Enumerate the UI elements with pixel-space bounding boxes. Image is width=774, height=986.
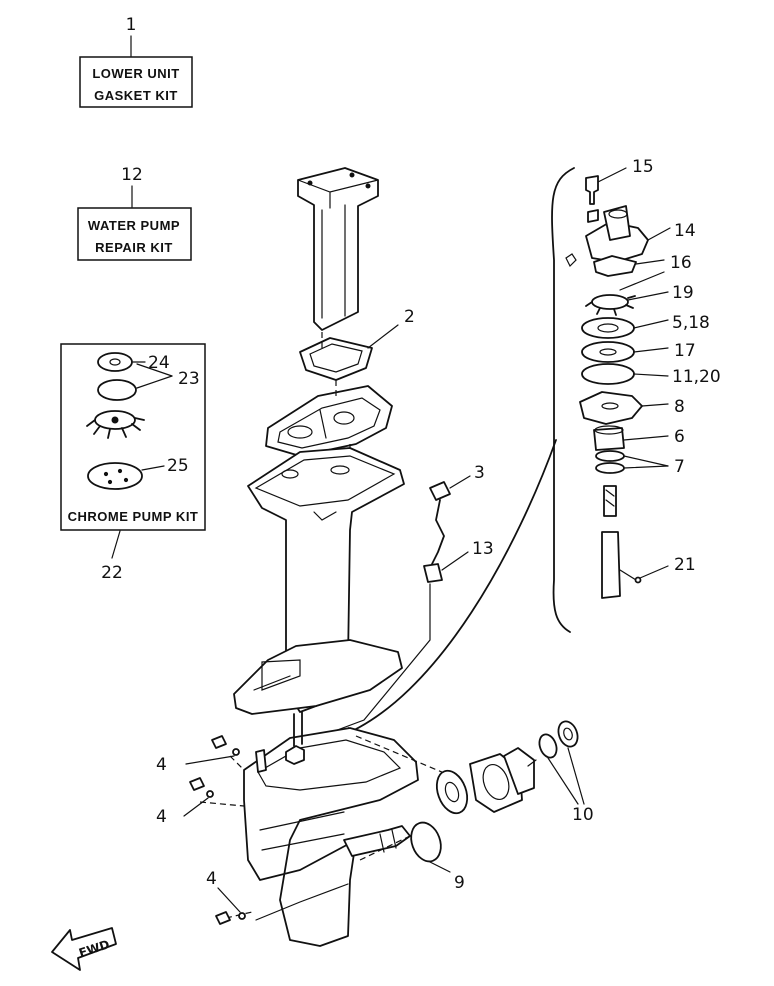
leader-7b [623,465,669,469]
kit-1-line1: LOWER UNIT [92,66,179,81]
alignment-lines-upper [305,332,351,478]
o-ring-9: 9 [410,821,465,893]
callout-4a: 4 [156,755,167,775]
leader-4c [217,887,241,913]
kit-22-label: CHROME PUMP KIT [68,509,199,524]
leader-10a [547,757,579,805]
callout-15: 15 [632,157,654,177]
kit-12-number: 12 [121,165,143,185]
leader-23b [136,363,173,377]
plate-23 [97,379,137,401]
gasket-24 [97,352,133,372]
bearing-carrier-assembly: 10 [435,720,594,825]
leader-21-pin [619,569,637,581]
callout-2: 2 [404,307,415,327]
kit-12-box [77,207,192,261]
callout-6: 6 [674,427,685,447]
water-pump-stack: 15 14 16 19 5,18 17 11,20 [551,157,721,633]
leader-25 [141,465,165,471]
callout-24: 24 [148,353,170,373]
leader-23a [136,375,173,389]
water-pipe-assembly: 3 13 [331,463,494,733]
kit-12-line2: REPAIR KIT [95,240,173,255]
callout-16: 16 [670,253,692,273]
leader-7a [623,455,669,467]
leader-14 [647,227,671,241]
leader-13 [441,551,469,571]
impeller-icon [86,410,145,439]
bolts-4: 4 4 4 [156,735,246,925]
leader-8 [641,403,669,407]
leader-2 [367,324,399,349]
leader-15 [597,167,627,183]
callout-14: 14 [674,221,696,241]
kit-22-leader [111,530,121,559]
callout-21: 21 [674,555,696,575]
impeller-19-icon [585,294,636,316]
callout-7: 7 [674,457,685,477]
chrome-pump-kit: 24 23 25 CHROME PUMP KIT 22 [60,343,206,583]
leader-4b [183,797,209,817]
callout-13: 13 [472,539,494,559]
gasket-24-hole [109,358,121,366]
leader-16a [635,259,665,265]
exhaust-tube [297,167,379,331]
drive-shaft-housing [233,447,405,715]
fwd-arrow: FWD [51,927,117,971]
kit-22-box [60,343,206,531]
callout-10: 10 [572,805,594,825]
stack-bracket [551,167,575,633]
leader-17 [633,347,669,353]
callout-11-20: 11,20 [672,367,721,387]
leader-19 [627,291,669,301]
gasket-plate [265,385,393,457]
leader-21 [639,565,669,579]
kit-12-line1: WATER PUMP [88,218,180,233]
leader-6 [623,435,669,441]
kit-1-line2: GASKET KIT [94,88,178,103]
leader-10b [567,747,585,805]
leader-4a [185,755,235,765]
kit-1-box [79,56,193,108]
lower-gearcase [243,711,419,947]
callout-19: 19 [672,283,694,303]
kit-1-number: 1 [126,15,137,35]
kit-22-number: 22 [101,563,123,583]
callout-8: 8 [674,397,685,417]
leader-5-18 [633,319,669,329]
gasket-2: 2 [299,307,415,381]
plate-25 [87,462,143,490]
callout-23: 23 [178,369,200,389]
bracket-leader-curve [335,439,557,739]
leader-16b [619,271,665,291]
lower-unit-gasket-kit: 1 LOWER UNIT GASKET KIT [79,15,193,108]
leader-3 [449,475,471,489]
leader-11-20 [633,373,669,377]
callout-4b: 4 [156,807,167,827]
callout-5-18: 5,18 [672,313,710,333]
callout-25: 25 [167,456,189,476]
callout-3: 3 [474,463,485,483]
callout-4c: 4 [206,869,217,889]
callout-9: 9 [454,873,465,893]
water-pump-repair-kit: 12 WATER PUMP REPAIR KIT [77,165,192,261]
leader-9 [429,861,451,873]
callout-17: 17 [674,341,696,361]
